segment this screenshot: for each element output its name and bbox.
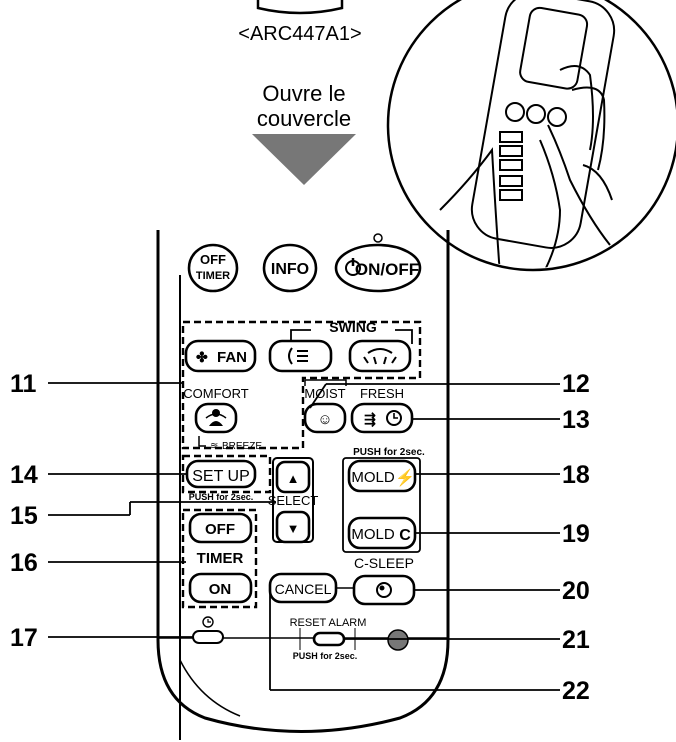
timer-group-frame — [181, 508, 258, 609]
reset-alarm-button[interactable] — [312, 631, 346, 647]
swing-label: SWING — [329, 319, 377, 335]
fresh-label: FRESH — [360, 386, 404, 401]
fan-icon: ✤ — [196, 349, 208, 365]
callout-14: 14 — [10, 461, 38, 489]
breeze-bracket — [198, 436, 206, 447]
select-down-button[interactable] — [275, 510, 311, 544]
fan-button[interactable] — [184, 339, 257, 373]
swing-bracket — [290, 329, 413, 344]
off-timer-label-2: TIMER — [196, 270, 230, 282]
callout-13: 13 — [562, 406, 590, 434]
callout-11: 11 — [10, 370, 37, 398]
c-sleep-button[interactable] — [352, 574, 416, 606]
off-timer-button[interactable] — [187, 243, 239, 293]
swing-vertical-icon — [288, 347, 308, 365]
swing-horizontal-button[interactable] — [348, 339, 412, 373]
fresh-button[interactable] — [350, 402, 414, 434]
down-triangle-icon — [252, 134, 356, 185]
mold-label-1: MOLD — [351, 469, 395, 486]
sleep-icon — [376, 582, 392, 598]
info-label: INFO — [271, 261, 309, 278]
breeze-icon: ≋ — [210, 441, 218, 452]
model-label: <ARC447A1> — [238, 23, 361, 45]
comfort-button[interactable] — [194, 402, 238, 434]
set-up-label: SET UP — [192, 468, 250, 485]
callout-19: 19 — [562, 520, 590, 548]
comfort-label: COMFORT — [183, 386, 249, 401]
setup-group-frame — [181, 454, 272, 494]
moist-label: MOIST — [304, 386, 345, 401]
remote-inner-curve — [179, 659, 241, 717]
mold-frame — [342, 457, 421, 553]
callout-17: 17 — [10, 624, 38, 652]
timer-off-button[interactable] — [188, 512, 253, 544]
sensor-icon — [387, 629, 409, 651]
fan-label: FAN — [217, 349, 247, 366]
instruction-line-1: Ouvre le — [262, 81, 345, 106]
leader-lines — [48, 382, 560, 691]
timer-label: TIMER — [197, 550, 244, 567]
callout-12: 12 — [562, 370, 590, 398]
info-button[interactable] — [262, 243, 318, 293]
callout-22: 22 — [562, 677, 590, 705]
up-arrow-icon: ▲ — [287, 471, 300, 486]
off-timer-label-1: OFF — [200, 252, 226, 267]
mold-push-2sec: PUSH for 2sec. — [353, 447, 425, 458]
moist-button[interactable] — [303, 402, 347, 434]
setup-push-2sec: PUSH for 2sec. — [189, 492, 254, 502]
comfort-person-icon — [205, 409, 227, 426]
on-off-button[interactable] — [334, 243, 422, 293]
moist-icon: ☺ — [317, 411, 332, 428]
remote-top-edge — [256, 0, 344, 15]
comfort-group-frame — [181, 320, 422, 450]
breeze-label: BREEZE — [222, 441, 262, 452]
mold-label-2: MOLD — [351, 526, 395, 543]
mold-c-icon: C — [399, 527, 411, 544]
select-label: SELECT — [268, 493, 319, 508]
mold-bolt-icon: ⚡ — [395, 468, 415, 487]
hand-illustration — [386, 0, 676, 272]
on-off-label: ON/OFF — [355, 260, 419, 279]
power-icon — [345, 258, 361, 276]
timer-off-label: OFF — [205, 521, 235, 538]
select-up-button[interactable] — [275, 460, 311, 494]
swing-horizontal-icon — [363, 348, 397, 365]
fresh-icon: ⇶ — [364, 411, 376, 428]
moist-bracket — [304, 379, 347, 386]
callout-16: 16 — [10, 549, 38, 577]
clock-icon-small — [202, 616, 214, 628]
callout-18: 18 — [562, 461, 590, 489]
instruction-line-2: couvercle — [257, 106, 351, 131]
down-arrow-icon: ▼ — [287, 521, 300, 536]
mold-button-1[interactable] — [347, 459, 417, 493]
timer-on-label: ON — [209, 581, 232, 598]
timer-on-button[interactable] — [188, 572, 253, 604]
c-sleep-label: C-SLEEP — [354, 555, 414, 571]
timer-lamp — [192, 630, 224, 644]
callout-20: 20 — [562, 577, 590, 605]
clock-icon — [386, 410, 402, 426]
callout-21: 21 — [562, 626, 590, 654]
indicator-lamp — [373, 233, 383, 243]
cancel-label: CANCEL — [275, 581, 332, 597]
callout-15: 15 — [10, 502, 38, 530]
reset-alarm-label: RESET ALARM — [290, 617, 367, 629]
reset-push-2sec: PUSH for 2sec. — [293, 651, 358, 661]
